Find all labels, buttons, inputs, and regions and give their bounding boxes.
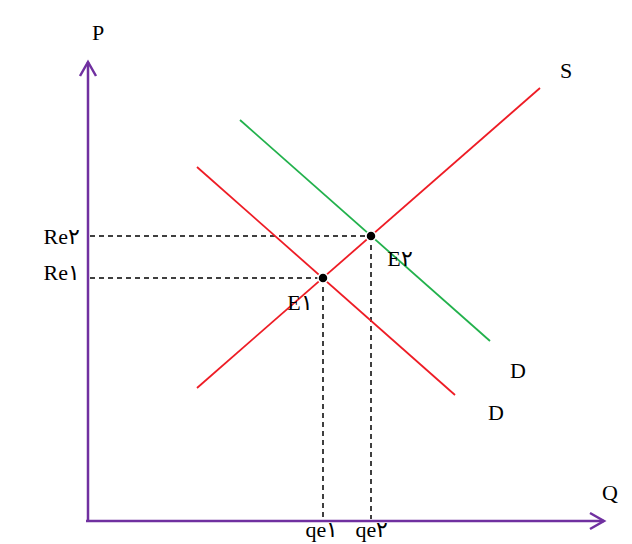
point-label: E۲ xyxy=(387,248,412,270)
curve-label: D xyxy=(488,402,504,424)
curve-label: S xyxy=(560,60,572,82)
axis-arrow xyxy=(590,513,604,529)
price-axis xyxy=(87,62,90,522)
guide-lines xyxy=(90,236,371,519)
quantity-axis xyxy=(86,520,604,523)
equilibrium-point xyxy=(366,231,376,241)
demand-curve xyxy=(197,167,455,395)
dashed-guide xyxy=(90,277,323,279)
axes xyxy=(80,62,604,529)
axis-label: Q xyxy=(602,482,618,504)
axis-value: qe۲ xyxy=(356,519,389,541)
dashed-guide xyxy=(90,235,371,237)
point-label: E۱ xyxy=(287,292,312,314)
axis-value: Re۱ xyxy=(44,262,80,284)
dashed-guide xyxy=(370,236,372,519)
axis-value: qe۱ xyxy=(306,519,339,541)
dashed-guide xyxy=(322,278,324,519)
supply-curve xyxy=(197,88,540,388)
axis-arrow xyxy=(80,62,96,76)
axis-value: Re۲ xyxy=(44,226,80,248)
axis-label: P xyxy=(92,22,104,44)
equilibrium-point xyxy=(318,273,328,283)
curve-label: D xyxy=(510,360,526,382)
shifted-demand-curve xyxy=(240,120,490,341)
